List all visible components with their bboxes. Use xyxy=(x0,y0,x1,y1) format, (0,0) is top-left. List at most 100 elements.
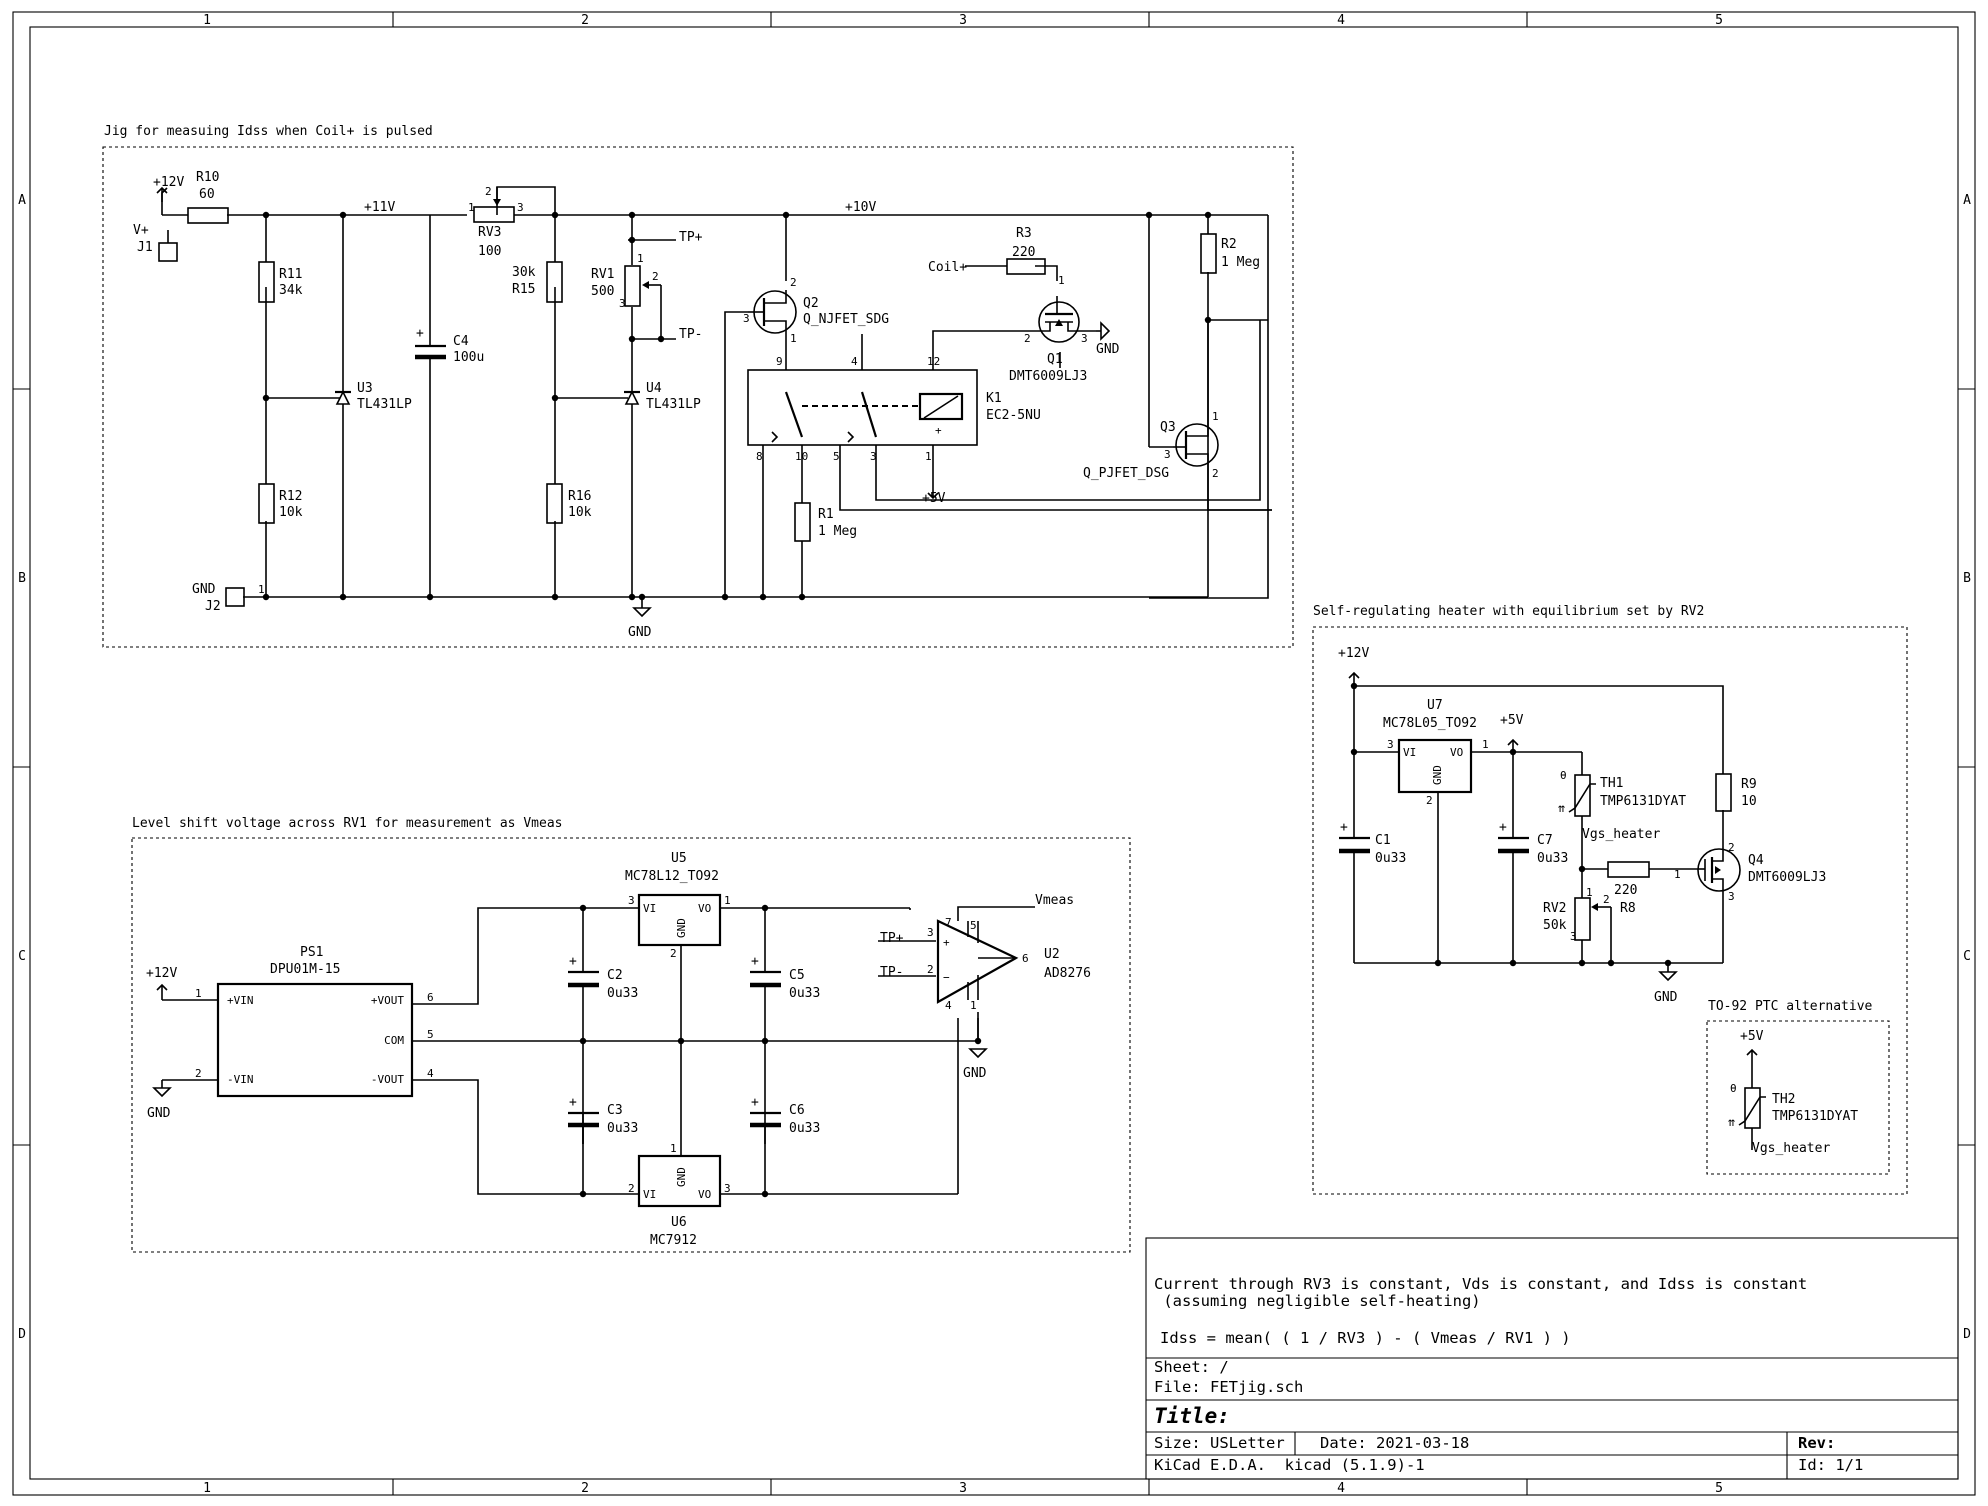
u5-ref: U5 xyxy=(671,851,687,866)
row-label-right-a: A xyxy=(1963,193,1971,208)
shunt-regulator-u4: U4 TL431LP xyxy=(624,381,701,412)
ps1-ref: PS1 xyxy=(300,945,323,960)
note-line-1: Current through RV3 is constant, Vds is … xyxy=(1154,1275,1807,1293)
row-label-right-d: D xyxy=(1963,1327,1971,1342)
th2-value: TMP6131DYAT xyxy=(1772,1109,1858,1124)
svg-text:5: 5 xyxy=(833,450,840,463)
r10-value: 60 xyxy=(199,187,215,202)
regulator-u5: VI VO GND 3 1 2 U5 MC78L12_TO92 xyxy=(625,851,731,960)
gnd-symbol-jig: GND xyxy=(628,597,652,640)
svg-text:⇈: ⇈ xyxy=(1558,801,1566,815)
gnd-symbol-q1: GND xyxy=(1096,321,1120,357)
svg-text:1: 1 xyxy=(258,583,265,596)
c1-value: 0u33 xyxy=(1375,851,1406,866)
title-block-size: Size: USLetter xyxy=(1154,1434,1285,1452)
connector-j2: GND J2 1 xyxy=(192,582,265,614)
ps1-pin-vin-p: +VIN xyxy=(227,994,254,1007)
net-label-tpm: TP- xyxy=(679,327,702,342)
shunt-regulator-u3: U3 TL431LP xyxy=(335,381,412,412)
col-label-bottom-3: 3 xyxy=(959,1481,967,1496)
c4-value: 100u xyxy=(453,350,484,365)
col-label-top-5: 5 xyxy=(1715,13,1723,28)
thermistor-th1: θ ⇈ TH1 TMP6131DYAT xyxy=(1558,769,1686,817)
u7-pin-vi: VI xyxy=(1403,746,1416,759)
svg-text:1: 1 xyxy=(195,987,202,1000)
power-flag-p12v-heater: +12V xyxy=(1338,646,1369,679)
r11-ref: R11 xyxy=(279,267,302,282)
title-block-tool: KiCad E.D.A. kicad (5.1.9)-1 xyxy=(1154,1456,1425,1474)
col-label-bottom-2: 2 xyxy=(581,1481,589,1496)
c5-ref: C5 xyxy=(789,968,805,983)
jig-section-title: Jig for measuing Idss when Coil+ is puls… xyxy=(104,124,433,139)
col-label-bottom-1: 1 xyxy=(203,1481,211,1496)
svg-text:2: 2 xyxy=(652,270,659,283)
col-label-top-3: 3 xyxy=(959,13,967,28)
heater-junctions xyxy=(1350,682,1672,967)
c3-ref: C3 xyxy=(607,1103,623,1118)
level-shift-wires xyxy=(162,906,1035,1195)
svg-text:4: 4 xyxy=(851,355,858,368)
svg-text:4: 4 xyxy=(945,999,952,1012)
title-block-file: File: FETjig.sch xyxy=(1154,1378,1303,1396)
th2-ref: TH2 xyxy=(1772,1092,1795,1107)
j2-value: GND xyxy=(192,582,216,597)
svg-text:2: 2 xyxy=(628,1182,635,1195)
r16-value: 10k xyxy=(568,505,592,520)
svg-text:5: 5 xyxy=(427,1028,434,1041)
c7-value: 0u33 xyxy=(1537,851,1568,866)
title-block-title: Title: xyxy=(1154,1404,1230,1428)
r3-value: 220 xyxy=(1012,245,1035,260)
power-flag-p5v-heater: +5V xyxy=(1500,713,1524,746)
thermistor-th2: θ ⇈ TH2 TMP6131DYAT xyxy=(1728,1082,1858,1150)
svg-text:1: 1 xyxy=(1058,274,1065,287)
title-block xyxy=(1145,1237,1959,1480)
frame-column-labels: 1 2 3 4 5 1 2 3 4 5 xyxy=(203,13,1723,1496)
svg-text:2: 2 xyxy=(1728,841,1735,854)
net-label-tpp: TP+ xyxy=(679,230,703,245)
svg-text:5: 5 xyxy=(970,919,977,932)
svg-text:2: 2 xyxy=(1024,332,1031,345)
svg-text:+: + xyxy=(751,954,759,969)
svg-text:1: 1 xyxy=(790,332,797,345)
net-label-tpp-u2: TP+ xyxy=(880,931,904,946)
q3-ref: Q3 xyxy=(1160,420,1176,435)
col-label-top-1: 1 xyxy=(203,13,211,28)
c4-ref: C4 xyxy=(453,334,469,349)
svg-text:2: 2 xyxy=(927,963,934,976)
r12-value: 10k xyxy=(279,505,303,520)
svg-text:+: + xyxy=(943,936,950,949)
mosfet-q1: 2 3 Q1 DMT6009LJ3 xyxy=(1009,296,1096,384)
r10-ref: R10 xyxy=(196,170,219,185)
svg-text:2: 2 xyxy=(1212,467,1219,480)
svg-text:4: 4 xyxy=(427,1067,434,1080)
net-label-vgs-ptc: Vgs_heater xyxy=(1752,1141,1830,1156)
j2-ref: J2 xyxy=(205,599,221,614)
q1-ref: Q1 xyxy=(1047,352,1063,367)
svg-text:10: 10 xyxy=(795,450,808,463)
svg-text:8: 8 xyxy=(756,450,763,463)
q1-value: DMT6009LJ3 xyxy=(1009,369,1087,384)
level-shift-section-title: Level shift voltage across RV1 for measu… xyxy=(132,816,562,831)
power-flag-p5v-ptc: +5V xyxy=(1740,1029,1764,1088)
resistor-r9: R9 10 xyxy=(1715,773,1757,812)
rv2-value: 50k xyxy=(1543,918,1567,933)
rv2-ref: RV2 xyxy=(1543,901,1566,916)
u7-pin-gnd: GND xyxy=(1431,765,1444,785)
gnd-symbol-heater: GND xyxy=(1654,963,1678,1005)
svg-text:2: 2 xyxy=(485,185,492,198)
u7-pin-vo: VO xyxy=(1450,746,1463,759)
jig-junctions xyxy=(262,211,1212,601)
title-block-rev: Rev: xyxy=(1798,1434,1835,1452)
th1-ref: TH1 xyxy=(1600,776,1623,791)
u3-value: TL431LP xyxy=(357,397,412,412)
svg-text:3: 3 xyxy=(619,297,626,310)
resistor-r1: R1 1 Meg xyxy=(794,502,857,542)
capacitor-c1: + C1 0u33 xyxy=(1339,820,1406,866)
heater-section-title: Self-regulating heater with equilibrium … xyxy=(1313,604,1704,619)
r15-value: 30k xyxy=(512,265,536,280)
net-label-gnd-jig: GND xyxy=(628,625,652,640)
col-label-bottom-4: 4 xyxy=(1337,1481,1345,1496)
u6-pin-gnd: GND xyxy=(675,1167,688,1187)
svg-text:3: 3 xyxy=(1081,332,1088,345)
